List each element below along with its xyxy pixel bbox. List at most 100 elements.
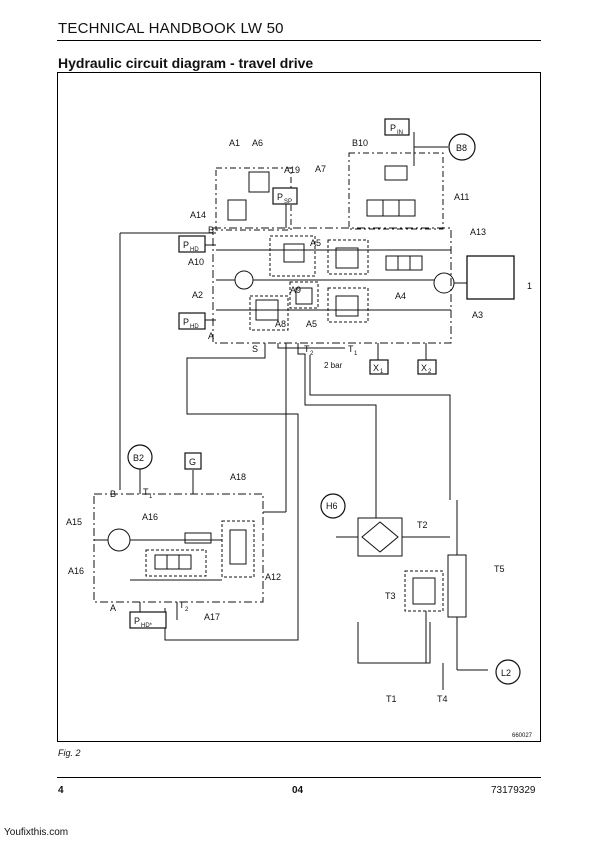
label-pin-sub: IN: [397, 130, 403, 136]
label-pin: P: [390, 123, 396, 133]
sensor-b2: [127, 444, 153, 470]
label-l2: L2: [501, 668, 511, 678]
tank-t1: [357, 622, 431, 664]
inner-block-a12: [221, 520, 255, 578]
component-labels: A1 A6 A19 A7 A14 B10 A11 A13 A5 A10 A2 A…: [66, 123, 533, 739]
valve-a9: [295, 287, 313, 305]
label-a19: A19: [284, 165, 300, 175]
label-a16-top: A16: [142, 512, 158, 522]
label-gearbox-1: 1: [527, 281, 532, 291]
port-g: [184, 452, 202, 470]
label-b8: B8: [456, 143, 467, 153]
diagram-frame: [57, 72, 541, 742]
valve-a12: [229, 529, 247, 565]
label-phd-c: P: [134, 616, 140, 626]
label-b10: B10: [352, 138, 368, 148]
label-t1-port-n: 1: [354, 351, 358, 357]
valve-a4: [335, 295, 359, 317]
filter-group-t3: [404, 570, 444, 612]
valve-b10: [384, 165, 408, 181]
label-t2-lower-n: 2: [185, 607, 189, 613]
label-a14: A14: [190, 210, 206, 220]
valve-a6: [248, 171, 270, 193]
label-t2: T2: [417, 520, 428, 530]
port-x2: [417, 359, 437, 375]
valve-a11: [366, 199, 416, 217]
port-phd-c: [129, 611, 167, 629]
label-2bar: 2 bar: [324, 361, 343, 370]
page-header-title: TECHNICAL HANDBOOK LW 50: [58, 20, 284, 37]
label-a7: A7: [315, 164, 326, 174]
label-a18: A18: [230, 472, 246, 482]
label-t4: T4: [437, 694, 448, 704]
label-a5-top: A5: [310, 238, 321, 248]
header-rule: [57, 40, 541, 41]
inner-block-a4: [327, 287, 369, 323]
label-t1-port: T: [348, 344, 354, 354]
label-b2: B2: [133, 453, 144, 463]
inner-block-a10: [269, 235, 316, 277]
port-psp: [272, 187, 298, 205]
label-a8: A8: [275, 319, 286, 329]
label-a13: A13: [470, 227, 486, 237]
label-h6: H6: [326, 501, 338, 511]
footer-section: 04: [292, 785, 304, 796]
label-phd-b-sub: HD: [190, 324, 199, 330]
valve-a17: [154, 554, 192, 570]
label-psp-sub: SP: [284, 199, 292, 205]
label-b-corner: B: [208, 225, 214, 235]
label-x2-sub: 2: [428, 369, 432, 375]
label-phd-c-sub: HD*: [141, 623, 153, 629]
label-a6: A6: [252, 138, 263, 148]
label-a16-bottom: A16: [68, 566, 84, 576]
label-t5: T5: [494, 564, 505, 574]
label-t1-lower-n: 1: [149, 494, 153, 500]
pump-a15: [107, 528, 131, 552]
label-a9: A9: [290, 285, 301, 295]
label-a17: A17: [204, 612, 220, 622]
site-link[interactable]: Youfixthis.com: [4, 827, 69, 838]
sensor-h6: [320, 493, 346, 519]
valve-a10: [283, 243, 305, 263]
gearbox-1: [466, 255, 515, 300]
inner-block-a8: [249, 295, 289, 331]
label-x1: X: [373, 363, 379, 373]
label-t2-port: T: [304, 344, 310, 354]
label-x1-sub: 1: [380, 369, 384, 375]
cylinder-a18: [184, 532, 212, 544]
label-psp: P: [277, 192, 283, 202]
label-b-corner-lower: B: [110, 489, 116, 499]
footer-page-number: 4: [58, 785, 64, 796]
port-phd-b: [178, 312, 206, 330]
port-phd-a: [178, 235, 206, 253]
label-x2: X: [421, 363, 427, 373]
label-t1: T1: [386, 694, 397, 704]
footer-rule: [57, 777, 541, 778]
label-phd-a: P: [183, 240, 189, 250]
housing-a1: [215, 167, 292, 231]
label-a5-bottom: A5: [306, 319, 317, 329]
valve-a14: [227, 199, 247, 221]
label-a10: A10: [188, 257, 204, 267]
diagram-title: Hydraulic circuit diagram - travel drive: [58, 55, 314, 71]
label-phd-b: P: [183, 317, 189, 327]
label-s: S: [252, 344, 258, 354]
label-a2: A2: [192, 290, 203, 300]
label-a-corner-lower: A: [110, 603, 116, 613]
housing-a15: [93, 493, 264, 603]
label-a11: A11: [454, 192, 469, 202]
figure-number: 660027: [512, 733, 533, 739]
port-pin: [384, 118, 410, 136]
pump-a2: [234, 270, 254, 290]
valve-a13: [385, 255, 423, 271]
label-a1: A1: [229, 138, 240, 148]
inner-block-a9: [289, 281, 319, 309]
sensor-l2: [495, 659, 521, 685]
filter-t3: [412, 577, 436, 605]
inner-block-a5: [327, 239, 369, 275]
sensor-b8: [448, 133, 476, 161]
filter-t5: [447, 554, 467, 618]
port-x1: [369, 359, 389, 375]
label-a12: A12: [265, 572, 281, 582]
